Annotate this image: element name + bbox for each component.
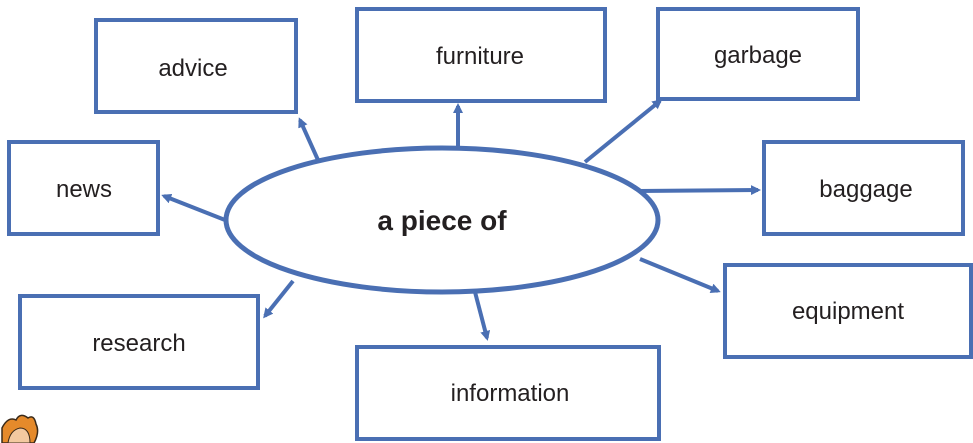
node-label-news: news [56, 176, 112, 203]
arrow-to-news [161, 193, 226, 222]
node-box [355, 7, 607, 103]
node-box [723, 263, 973, 359]
node-baggage: baggage [762, 140, 965, 236]
center-label: a piece of [377, 205, 507, 236]
arrow-to-information [473, 291, 491, 341]
node-box [355, 345, 661, 441]
connector-arrows [161, 99, 761, 341]
arrow-to-garbage [583, 99, 663, 164]
node-equipment: equipment [723, 263, 973, 359]
node-label-furniture: furniture [436, 43, 524, 70]
cartoon-face [7, 427, 31, 443]
arrow-to-baggage [637, 185, 761, 196]
center-ellipse [223, 145, 661, 295]
center-node: a piece of [223, 145, 661, 295]
node-label-information: information [451, 380, 570, 407]
node-box [18, 294, 260, 390]
arrow-to-research [263, 279, 295, 319]
node-label-garbage: garbage [714, 42, 802, 69]
node-label-baggage: baggage [819, 176, 912, 203]
node-furniture: furniture [355, 7, 607, 103]
node-box [656, 7, 860, 101]
node-garbage: garbage [656, 7, 860, 101]
node-advice: advice [94, 18, 298, 114]
node-label-research: research [92, 330, 185, 357]
cartoon-character-fragment [1, 414, 39, 443]
node-box [7, 140, 160, 236]
node-news: news [7, 140, 160, 236]
arrow-to-equipment [639, 257, 721, 293]
arrow-to-advice [298, 117, 320, 161]
node-box [94, 18, 298, 114]
node-label-equipment: equipment [792, 298, 904, 325]
node-box [762, 140, 965, 236]
node-information: information [355, 345, 661, 441]
node-research: research [18, 294, 260, 390]
node-label-advice: advice [158, 55, 227, 82]
